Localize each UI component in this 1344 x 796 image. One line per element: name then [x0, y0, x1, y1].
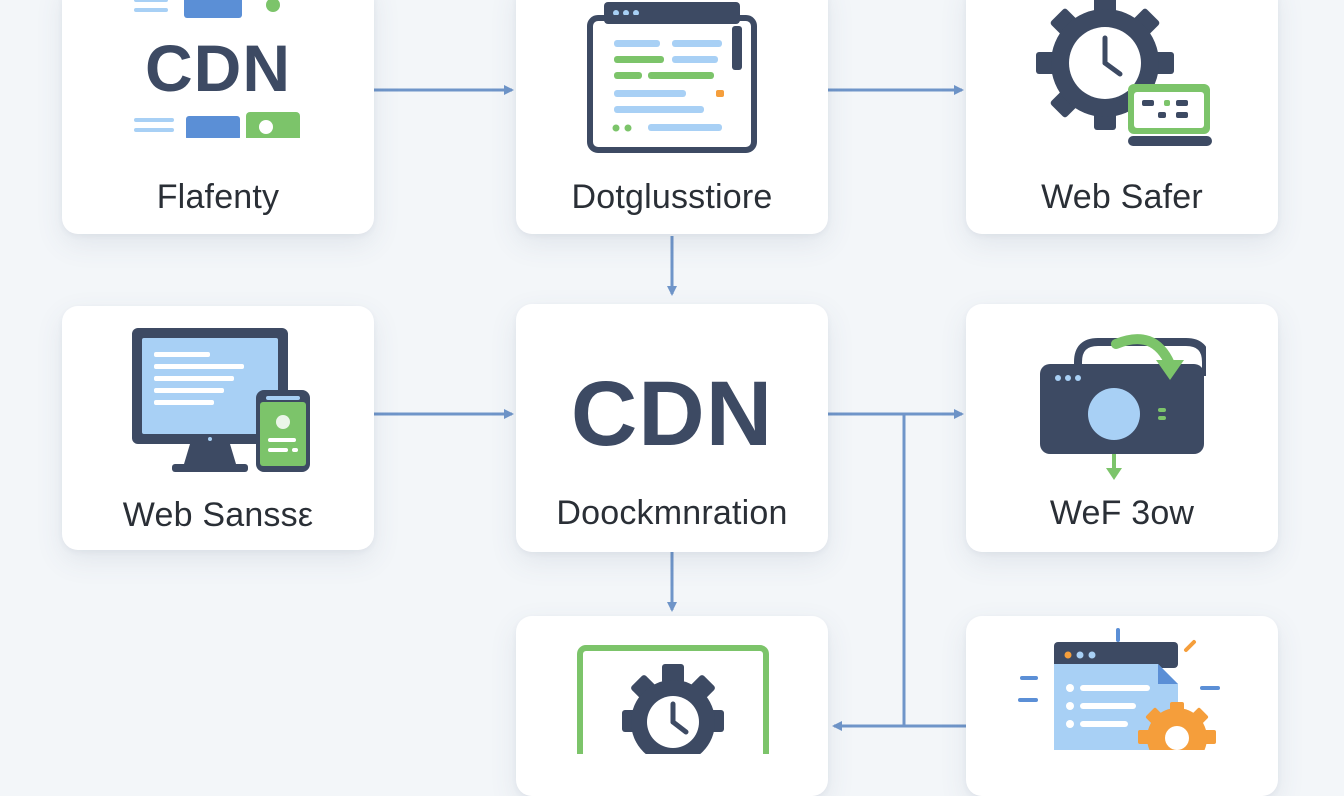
monitor-phone-icon [128, 326, 318, 476]
cdn-logo-text: CDN [145, 31, 291, 105]
node-bottom-gear [516, 616, 828, 796]
node-dotglusstiore: Dotglusstiore [516, 0, 828, 234]
cdn-logo-icon: CDN [128, 0, 308, 142]
camera-sync-icon [1036, 314, 1210, 489]
cdn-logo-text: CDN [570, 363, 774, 465]
node-web-safer: Web Safer [966, 0, 1278, 234]
node-label: Dotglusstiore [571, 178, 773, 216]
node-label: Web Sanssε [122, 496, 314, 534]
connector-arrows [374, 85, 966, 731]
node-label: Web Safer [1041, 178, 1203, 216]
node-flafenty: CDN Flafenty [62, 0, 374, 234]
gear-clock-frame-icon [576, 644, 770, 771]
node-label: Doockmnration [556, 494, 788, 532]
node-web-sansse: Web Sanssε [62, 306, 374, 550]
node-label: WeF 3ow [1049, 494, 1195, 532]
arrow-loop-back [832, 414, 906, 731]
node-label: Flafenty [156, 178, 280, 216]
node-wef-3ow: WeF 3ow [966, 304, 1278, 552]
browser-window-icon [582, 0, 762, 158]
document-gear-icon [1018, 628, 1228, 768]
gear-clock-icon [1032, 0, 1212, 158]
node-bottom-doc [966, 616, 1278, 796]
node-doockmnration: CDN Doockmnration [516, 304, 828, 552]
